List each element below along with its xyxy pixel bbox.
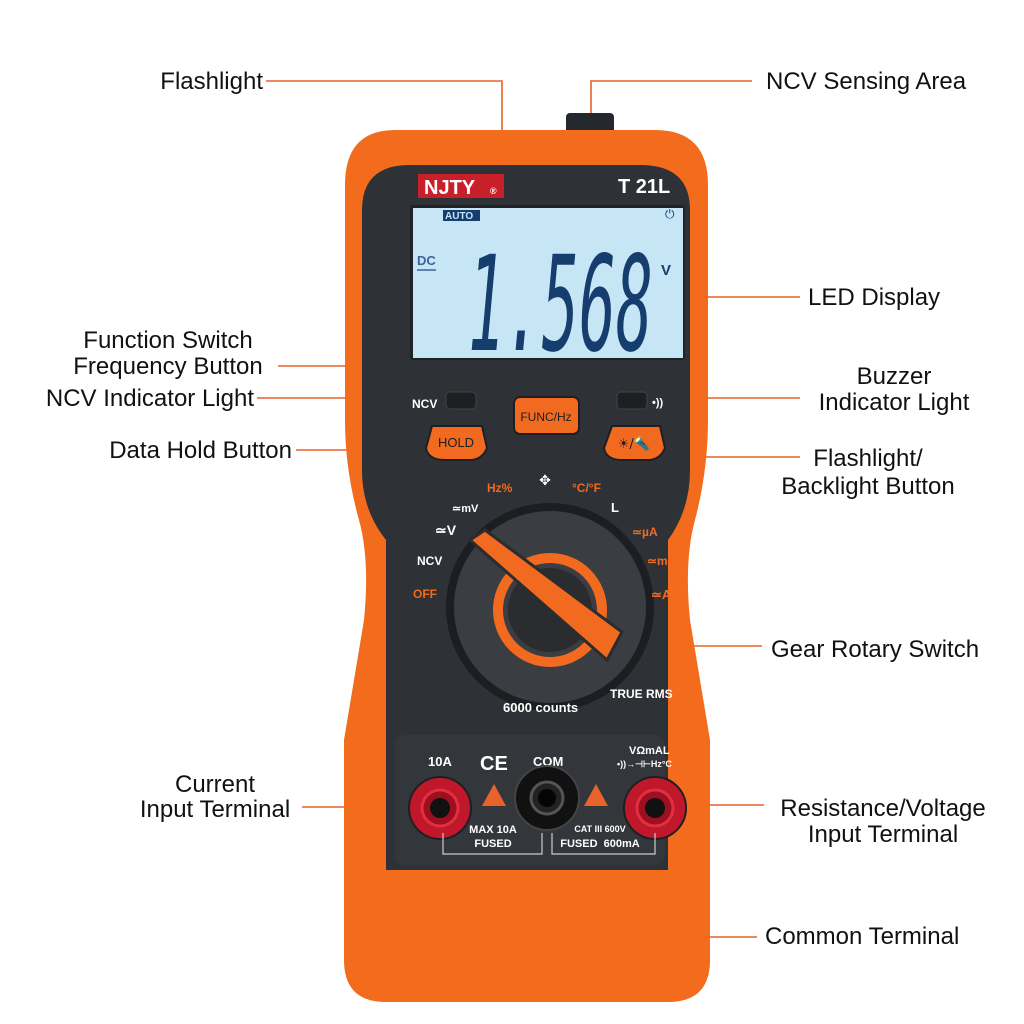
hold-label: HOLD (438, 435, 474, 450)
hold-button[interactable]: HOLD (424, 425, 489, 461)
high-voltage-warning-icon (584, 784, 608, 806)
callout-ncv-indicator: NCV Indicator Light (46, 385, 254, 412)
buzzer-icon: •)) (652, 397, 664, 409)
max-10a-label: MAX 10A (469, 824, 517, 836)
callout-resistance-input: Input Terminal (808, 821, 958, 848)
callout-buzzer-indicator: Indicator Light (819, 389, 970, 416)
dial-labels: OFF NCV ≃V ≃mV Hz% ✥ °C/°F L ≃µA ≃mA ≃A (413, 472, 677, 602)
callout-flashlight: Flashlight (160, 68, 263, 95)
callout-flashlight-backlight: Flashlight/ (813, 445, 923, 472)
fused-600ma-label: FUSED 600mA (560, 838, 640, 850)
rotary-knob-pointer (467, 528, 624, 663)
flashlight-backlight-button[interactable]: ☀/🔦 (602, 425, 667, 461)
ncv-label: NCV (412, 397, 437, 411)
counts-label: 6000 counts (503, 700, 578, 715)
dial-l: L (611, 500, 619, 515)
callout-function-switch: Function Switch (83, 327, 252, 354)
auto-indicator: AUTO (445, 211, 473, 222)
brand-name: NJTY (424, 177, 476, 199)
dial-ua: ≃µA (632, 525, 658, 539)
callout-common: Common Terminal (765, 923, 959, 950)
fused-label: FUSED (474, 838, 511, 850)
ce-mark: CE (480, 753, 508, 775)
callout-backlight-button: Backlight Button (781, 473, 954, 500)
com-label: COM (533, 754, 563, 769)
callout-buzzer: Buzzer (857, 363, 932, 390)
callout-current: Current (175, 771, 255, 798)
current-input-terminal[interactable] (408, 776, 472, 840)
registered-mark: ® (490, 186, 497, 196)
callout-gear-switch: Gear Rotary Switch (771, 636, 979, 663)
callout-data-hold: Data Hold Button (109, 437, 292, 464)
resistance-voltage-input-terminal[interactable] (623, 776, 687, 840)
buzzer-indicator-light (616, 391, 648, 410)
func-hz-label: FUNC/Hz (520, 410, 571, 424)
dial-ncv: NCV (417, 554, 442, 568)
dial-hz: Hz% (487, 481, 513, 495)
callout-resistance: Resistance/Voltage (780, 795, 985, 822)
callout-frequency-button: Frequency Button (73, 353, 262, 380)
dial-temp: °C/°F (572, 481, 601, 495)
dial-off: OFF (413, 587, 437, 601)
auto-power-off-icon: ⏻ (665, 207, 675, 221)
cat-iii-label: CAT III 600V (574, 824, 625, 834)
dial-v: ≃V (435, 522, 457, 538)
function-symbols-label: •))→⊣⊢Hz°C (617, 759, 672, 769)
callout-led-display: LED Display (808, 284, 940, 311)
vohm-label: VΩmAL (629, 745, 670, 757)
dial-mv: ≃mV (452, 503, 479, 515)
ncv-indicator-light (445, 391, 477, 410)
dc-indicator: DC (417, 253, 436, 268)
brand-logo (418, 174, 504, 198)
func-hz-button[interactable]: FUNC/Hz (513, 396, 580, 435)
model-label: T 21L (618, 176, 670, 198)
true-rms-label: TRUE RMS (610, 687, 673, 701)
lcd-display: AUTO DC ⏻ 1.568 V (410, 205, 685, 382)
dial-a: ≃A (651, 587, 672, 602)
lcd-reading: 1.568 (468, 228, 653, 382)
warning-icon (482, 784, 506, 806)
unit-indicator: V (661, 262, 671, 279)
10a-label: 10A (428, 754, 452, 769)
callout-current-input: Input Terminal (140, 796, 290, 823)
gear-rotary-switch[interactable] (446, 503, 654, 711)
callout-labels: Flashlight NCV Sensing Area LED Display … (46, 68, 986, 950)
flashlight-backlight-icon: ☀/🔦 (618, 436, 650, 452)
diode-capacitance-icon: ✥ (539, 472, 551, 488)
callout-ncv-sensing: NCV Sensing Area (766, 68, 967, 95)
common-terminal[interactable] (514, 765, 580, 831)
dial-ma: ≃mA (647, 554, 677, 568)
